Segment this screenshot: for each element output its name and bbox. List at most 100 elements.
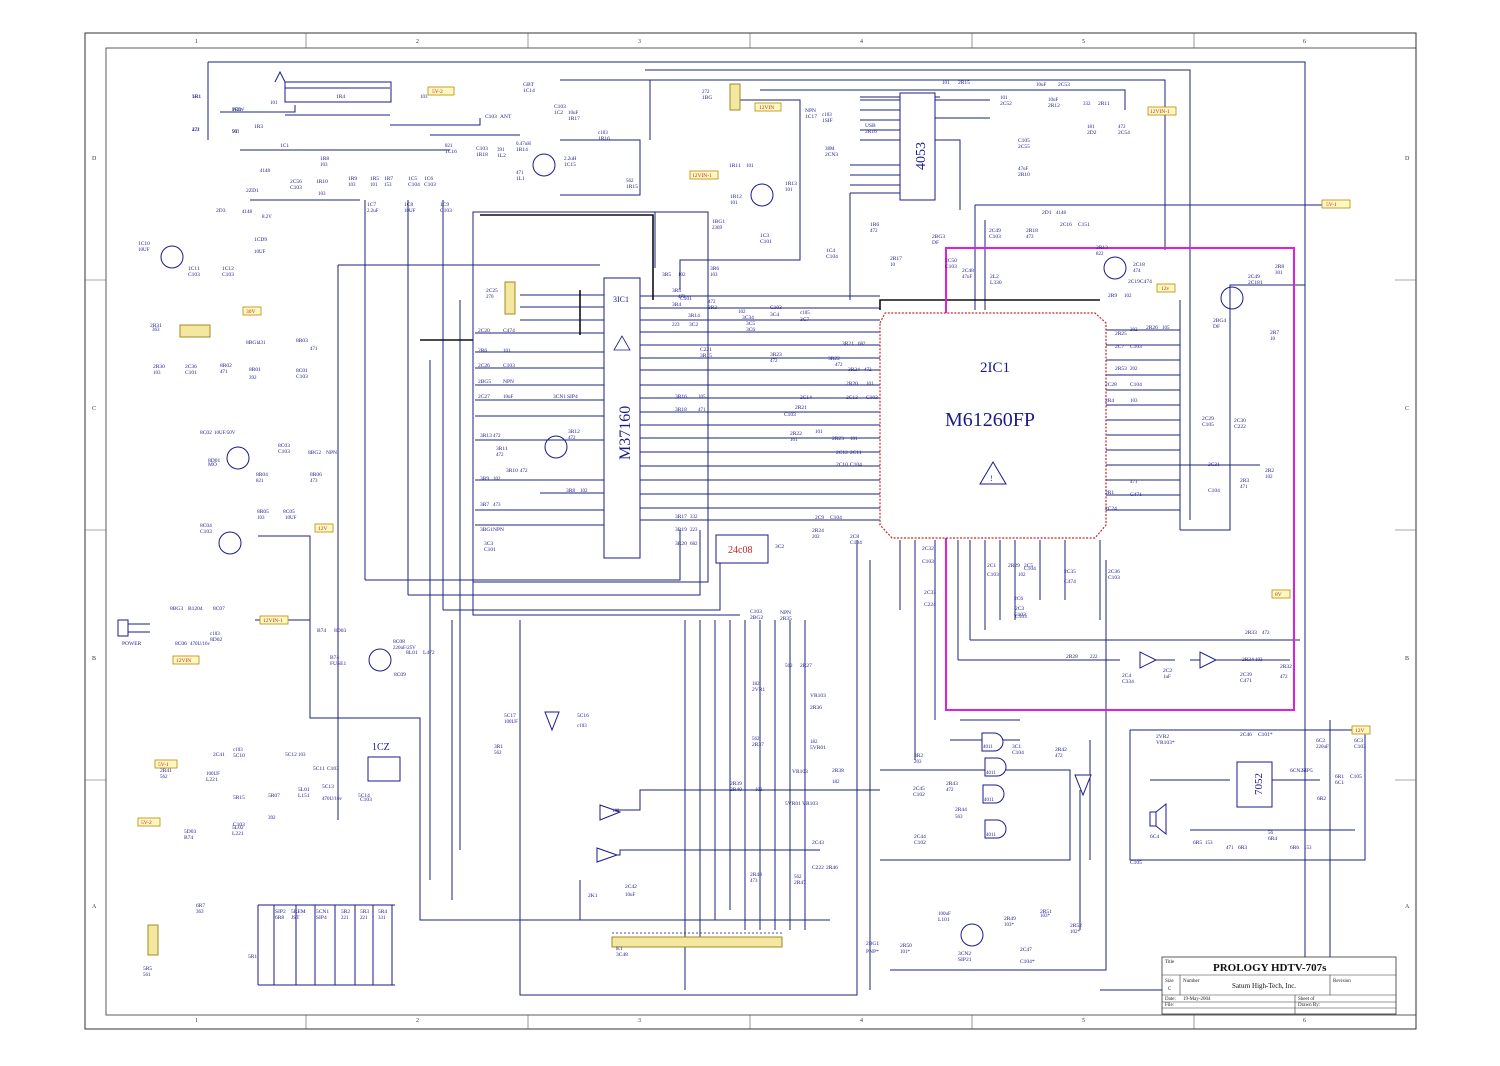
chip-m37160: 3IC1 M37160 (603, 277, 641, 559)
component-label: 182 (810, 740, 818, 745)
border-row-labels: D C B A D C B A (92, 156, 1410, 910)
component-label: L221 (206, 777, 218, 783)
component-label: C103 (327, 766, 339, 772)
component-label: SIP2 (275, 909, 286, 915)
component-label: C104 (1024, 566, 1036, 572)
component-label: C103 (200, 529, 212, 535)
component-label: 2D1 (1042, 210, 1052, 216)
component-label: 2D3 (216, 208, 226, 214)
component-label: 270 (486, 295, 494, 300)
component-label: 101 (746, 164, 754, 169)
component-label: 6CN2 (1290, 768, 1303, 774)
component-label: 5CN1 (316, 909, 329, 915)
component-label: 8BG3 (170, 606, 183, 612)
component-label: 2C36 (1108, 569, 1120, 575)
component-label: C102 (913, 792, 925, 798)
component-label: 2R29 (1008, 563, 1020, 569)
component-label: 2R39 (730, 781, 742, 787)
component-label: 8C01 (296, 368, 308, 374)
component-label: 2C49 (1248, 274, 1260, 280)
component-label: 5C10 (233, 753, 245, 759)
net-flags (137, 86, 1371, 827)
component-label: 38M (825, 147, 835, 152)
col-label: 4 (860, 1018, 863, 1024)
component-label: 2VR1 (752, 687, 765, 693)
component-label: 103 (348, 183, 356, 188)
component-label: C103 (290, 185, 302, 191)
row-label: A (92, 904, 97, 910)
component-label: 2C20 (478, 328, 490, 334)
row-label: D (1405, 156, 1410, 162)
component-label: 1R2 (232, 107, 241, 113)
component-label: 8C08 (393, 639, 405, 645)
component-label: 470U/16v (190, 642, 211, 647)
component-label: C104 (850, 540, 862, 546)
component-label: 563 (955, 815, 963, 820)
component-label: C103 (989, 234, 1001, 240)
component-label: 5R1 (192, 94, 201, 100)
component-label: 2CN3 (825, 152, 838, 158)
component-label: 202 (1130, 367, 1138, 372)
component-label: 2R32 (1280, 664, 1292, 670)
component-label: 8R04 (256, 472, 268, 478)
component-label: 561 (232, 130, 240, 135)
component-label: 103 (755, 788, 763, 793)
component-label: C151 (1078, 222, 1090, 228)
component-label: 8BG1 (246, 340, 259, 346)
row-label: C (92, 406, 96, 412)
component-label: 472 (946, 788, 954, 793)
component-label: 4148 (1056, 211, 1067, 216)
component-label: 3CN2 (958, 951, 971, 957)
component-label: 3R18 (675, 407, 687, 413)
component-label: C103 (770, 305, 782, 311)
component-label: 2BG1 (866, 941, 879, 947)
title-block: Title PROLOGY HDTV-707s Size C Number Sa… (1161, 956, 1397, 1015)
component-label: 2C54 (1118, 130, 1130, 136)
component-label: 2VR2 (1156, 734, 1169, 740)
component-label: 10UF/50V (214, 431, 236, 436)
reg-ref: 1CZ (372, 742, 390, 753)
component-label: 6C2 (1316, 738, 1325, 744)
eeprom-ref: 3C2 (775, 544, 784, 550)
component-label: 3C34 (742, 315, 754, 321)
component-label: 8BG2 (308, 450, 321, 456)
component-label: 6R1 (1335, 774, 1344, 780)
component-label: B74 (184, 835, 193, 841)
component-label: C104 (1130, 382, 1142, 388)
component-label: 2.2uF (367, 209, 379, 214)
component-label: 202 (1130, 328, 1138, 333)
component-label: 472 (770, 359, 778, 364)
component-label: 1C17 (805, 114, 817, 120)
component-label: 332 (690, 515, 698, 520)
component-label: MO (208, 462, 217, 468)
date-value: 19-May-2004 (1183, 997, 1211, 1002)
component-label: 1C9 (440, 202, 449, 208)
component-label: 6R2 (1317, 796, 1326, 802)
wiring (207, 61, 1366, 996)
component-label: 822 (1096, 252, 1104, 257)
component-label: C104 (1208, 488, 1220, 494)
component-label: 1R13 (785, 181, 797, 187)
col-label: 1 (195, 1018, 198, 1024)
component-label: 8R06 (310, 472, 322, 478)
revision-caption: Revision (1333, 979, 1351, 984)
component-label: 2L2 (990, 274, 999, 280)
component-label: 2R13 (1096, 245, 1108, 251)
transistors (160, 153, 1244, 947)
component-label: 3R22 (828, 356, 840, 362)
mcu-part: M37160 (617, 406, 634, 460)
component-label: 3C3 (484, 541, 493, 547)
component-label: 3C1 (1012, 744, 1021, 750)
component-label: C103 (188, 272, 200, 278)
component-label: 100UF (206, 772, 220, 777)
col-label: 5 (1082, 39, 1085, 45)
component-label: 472 (493, 434, 501, 439)
component-label: 2R1 (1105, 490, 1114, 496)
component-label: 1SIF (822, 118, 833, 124)
component-label: PNP* (866, 949, 879, 955)
component-label: C103 (866, 395, 878, 401)
component-label: 471 (1240, 485, 1248, 490)
component-label: 2C9 (815, 515, 824, 521)
component-label: 2R24 (812, 528, 824, 534)
component-label: 821 (445, 144, 453, 149)
